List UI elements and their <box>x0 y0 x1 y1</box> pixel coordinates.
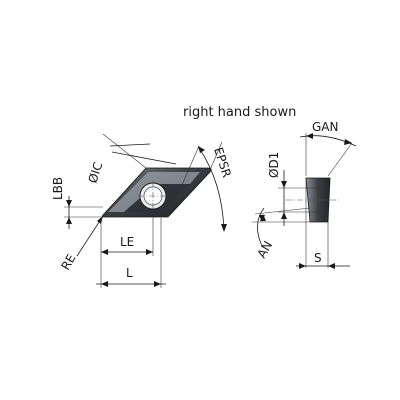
epsr-dimension: EPSR <box>198 141 234 232</box>
label-gan: GAN <box>312 120 338 134</box>
label-s: S <box>314 251 322 265</box>
label-d1: ØD1 <box>267 152 281 178</box>
re-dimension: RE <box>58 215 104 273</box>
gan-dimension: GAN <box>299 120 357 177</box>
label-re: RE <box>58 252 78 273</box>
chip-breaker-facet <box>108 172 200 212</box>
label-an: AN <box>254 239 275 261</box>
label-l: L <box>126 266 133 280</box>
ic-dimension: ØIC <box>86 133 200 218</box>
an-dimension: AN <box>252 207 311 261</box>
l-dimension: L <box>96 218 166 288</box>
label-le: LE <box>120 235 134 249</box>
d1-dimension: ØD1 <box>267 152 320 226</box>
le-dimension: LE <box>100 212 154 288</box>
caption-right-hand-shown: right hand shown <box>183 105 296 120</box>
s-dimension: S <box>296 251 350 269</box>
label-lbb: LBB <box>51 177 65 200</box>
lbb-dimension: LBB <box>51 177 106 229</box>
insert-top-view <box>102 167 212 218</box>
insert-side-view <box>286 177 340 268</box>
label-ic: ØIC <box>86 160 106 185</box>
label-epsr: EPSR <box>211 146 234 180</box>
